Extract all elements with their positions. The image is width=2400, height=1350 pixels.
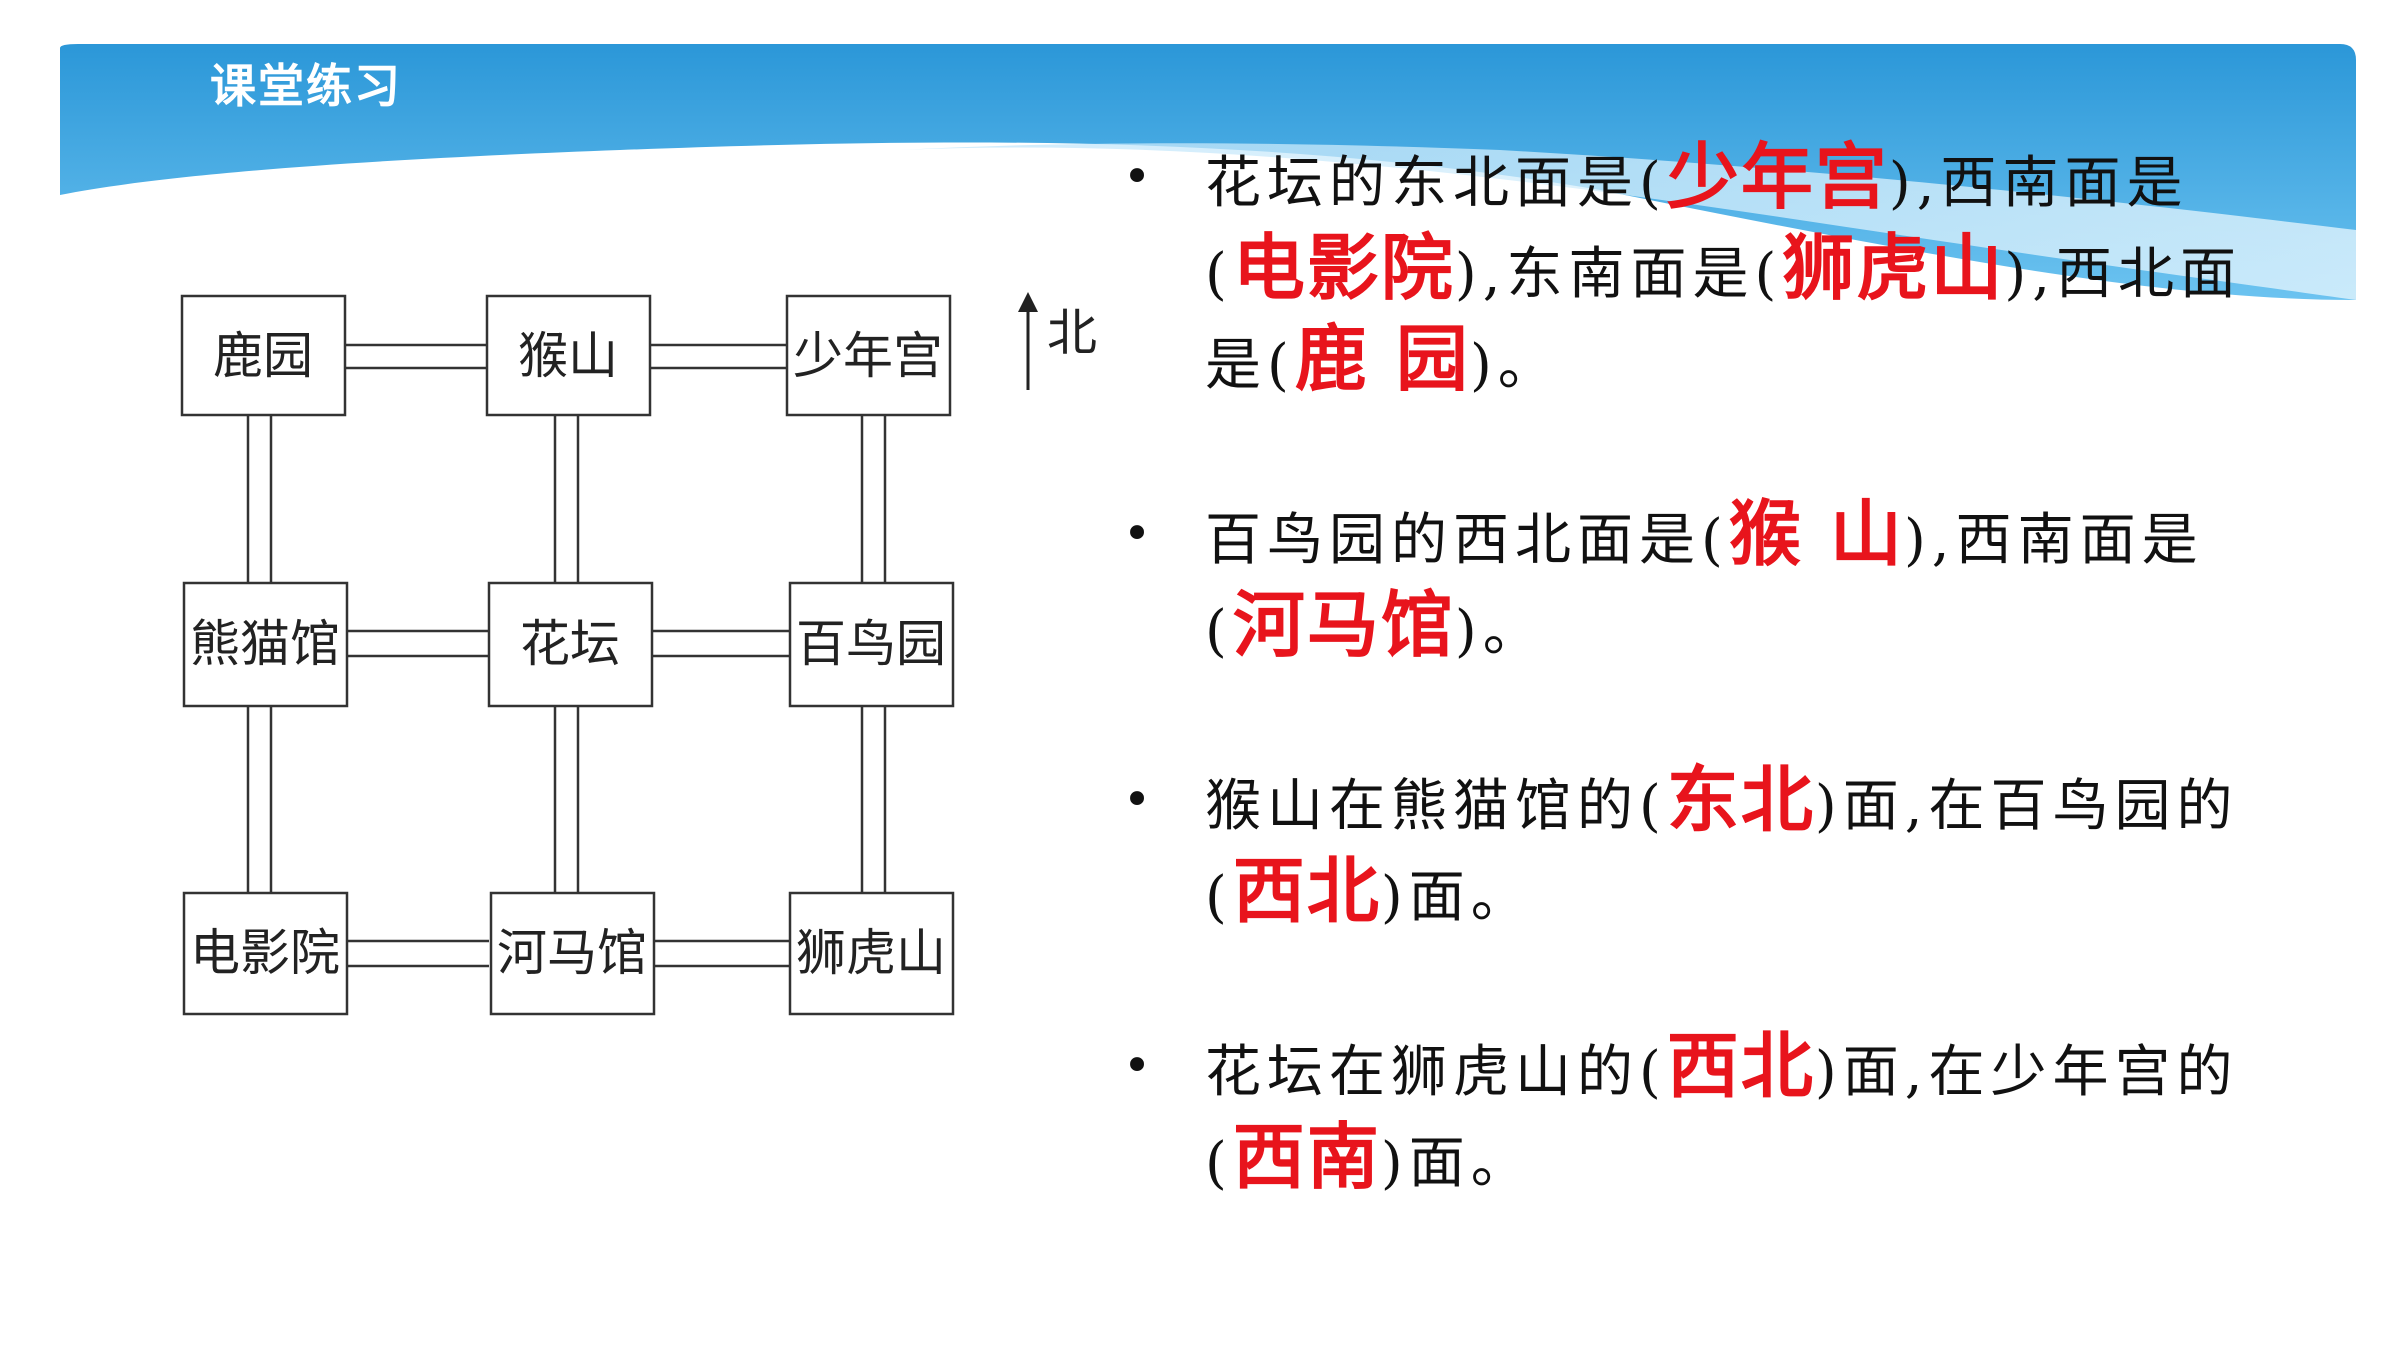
question-item: • 百鸟园的西北面是(猴 山),西南面是(河马馆)。 (1110, 492, 2280, 674)
map-label-lu-yuan: 鹿园 (213, 327, 313, 385)
bullet: • (1122, 1038, 1158, 1094)
answer-text: 西北 (1232, 849, 1381, 933)
question-text: ),西北面是( (1205, 242, 2243, 398)
question-text: 花坛的东北面是( (1205, 151, 1667, 216)
question-item: • 花坛在狮虎山的(西北)面,在少年宫的(西南)面。 (1110, 1024, 2280, 1206)
answer-text: 西南 (1232, 1115, 1381, 1199)
answer-text: 东北 (1666, 758, 1815, 842)
question-text: ),西南面是( (1205, 151, 2189, 307)
banner-bar (60, 44, 2356, 300)
map-box-hou-shan (485, 294, 652, 417)
map-box-dian-ying-yuan (182, 891, 349, 1016)
question-text: )面。 (1380, 1131, 1533, 1196)
map-label-shao-nian-gong: 少年宫 (793, 327, 943, 385)
bullet: • (1122, 772, 1158, 828)
answer-text: 西北 (1666, 1024, 1815, 1108)
question-text: )面,在百鸟园的( (1205, 774, 2239, 930)
header-banner (60, 44, 2356, 300)
banner-wave (900, 143, 2356, 300)
slide-title: 课堂练习 (210, 59, 402, 113)
answer-text: 狮虎山 (1782, 226, 2005, 310)
answer-text: 鹿 园 (1294, 317, 1470, 401)
question-text: ),东南面是( (1454, 242, 1783, 307)
map-label-dian-ying-yuan: 电影院 (190, 924, 340, 982)
map-box-hua-tan (487, 581, 654, 708)
answer-text: 河马馆 (1232, 583, 1455, 667)
map-box-shi-hu-shan (788, 891, 955, 1016)
question-text: 百鸟园的西北面是( (1205, 508, 1729, 573)
map-label-hua-tan: 花坛 (520, 615, 620, 673)
north-label: 北 (1047, 304, 1097, 362)
question-text: )。 (1469, 333, 1560, 398)
map-label-xiong-mao-guan: 熊猫馆 (190, 615, 340, 673)
question-text: 猴山在熊猫馆的( (1205, 774, 1667, 839)
north-arrow-icon (1018, 292, 1038, 390)
question-item: • 花坛的东北面是(少年宫),西南面是(电影院),东南面是(狮虎山),西北面是(… (1110, 135, 2280, 408)
question-text: )面,在少年宫的( (1205, 1040, 2239, 1196)
map-box-xiong-mao-guan (182, 581, 349, 708)
map-label-hou-shan: 猴山 (518, 327, 618, 385)
map-box-shao-nian-gong (785, 294, 952, 417)
question-text: ),西南面是( (1205, 508, 2204, 664)
map-label-he-ma-guan: 河马馆 (497, 924, 647, 982)
question-item: • 猴山在熊猫馆的(东北)面,在百鸟园的(西北)面。 (1110, 758, 2280, 940)
answer-text: 猴 山 (1728, 492, 1904, 576)
map-label-bai-niao-yuan: 百鸟园 (796, 615, 946, 673)
question-list: • 花坛的东北面是(少年宫),西南面是(电影院),东南面是(狮虎山),西北面是(… (1110, 135, 2280, 1290)
bullet: • (1122, 149, 1158, 205)
answer-text: 电影院 (1232, 226, 1455, 310)
map-label-shi-hu-shan: 狮虎山 (796, 924, 946, 982)
answer-text: 少年宫 (1666, 135, 1889, 219)
question-text: )面。 (1380, 865, 1533, 930)
question-text: 花坛在狮虎山的( (1205, 1040, 1667, 1105)
map-box-lu-yuan (180, 294, 347, 417)
map-box-he-ma-guan (489, 891, 656, 1016)
question-text: )。 (1454, 599, 1545, 664)
bullet: • (1122, 506, 1158, 562)
map-box-bai-niao-yuan (788, 581, 955, 708)
